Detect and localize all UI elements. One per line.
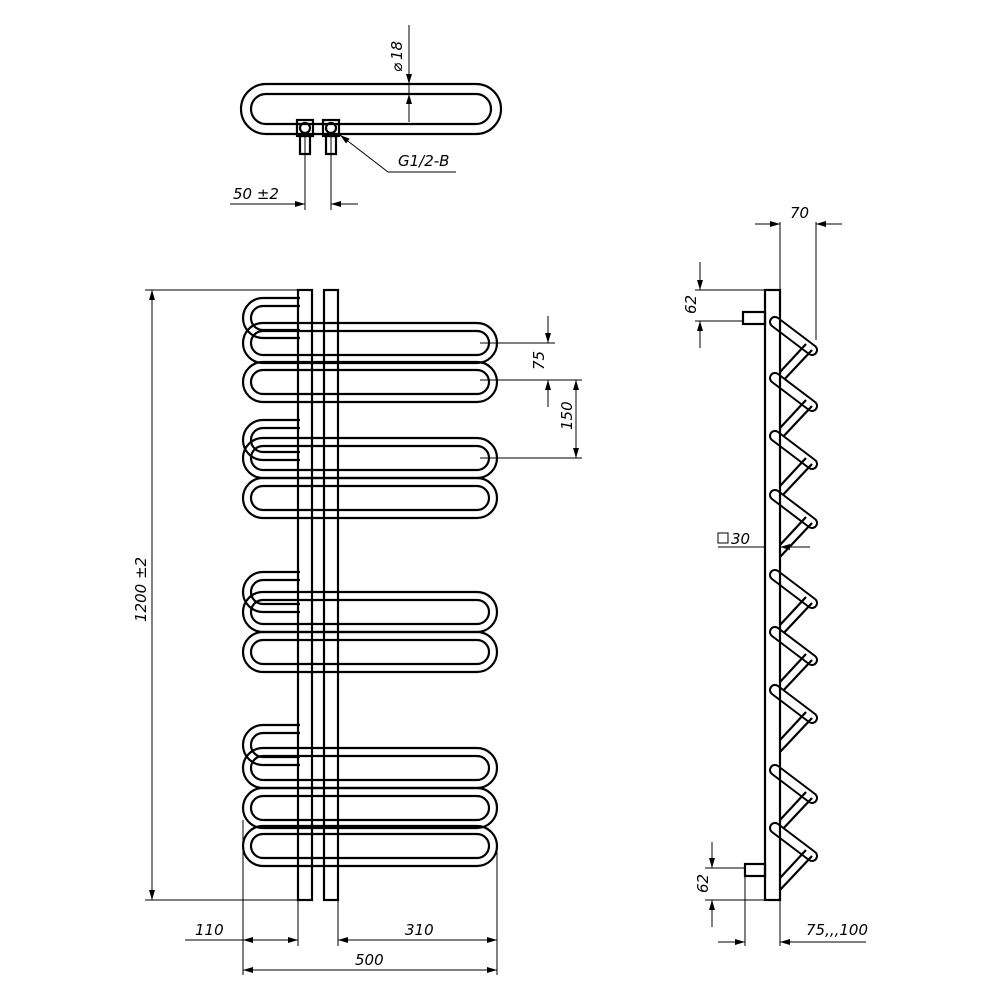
diameter-symbol: ⌀ (388, 63, 406, 72)
side-tube (769, 430, 818, 499)
tube-bend-left (241, 418, 300, 462)
side-tube-diagonals (769, 316, 818, 891)
tube-bend-left (241, 723, 300, 767)
tube-loop (241, 360, 499, 404)
tube-loop (241, 824, 499, 868)
thread-label: G1/2-B (398, 152, 449, 170)
profile-label: 30 (731, 530, 750, 548)
diameter-label: 18 (388, 41, 406, 60)
tube-loop (241, 436, 499, 480)
depth-label: 70 (790, 204, 809, 222)
pitch-small-label: 75 (530, 351, 548, 370)
side-tube (769, 489, 818, 558)
bottom-bracket (743, 862, 767, 878)
pitch-large-label: 150 (558, 401, 576, 430)
top-offset-label: 62 (682, 295, 700, 314)
square-profile-symbol (717, 532, 729, 544)
tube-loop (241, 476, 499, 520)
width-label: 500 (355, 951, 384, 969)
tube-loop (241, 746, 499, 790)
tube-bend-left (241, 296, 300, 340)
bottom-offset-label: 62 (694, 874, 712, 893)
side-collector (763, 288, 782, 902)
side-tube (769, 822, 818, 891)
side-view: 70 62 30 62 75,,,100 (682, 204, 868, 946)
spacing-label: 50 ±2 (233, 185, 279, 203)
top-view: 18 ⌀ G1/2-B 50 ±2 (230, 25, 503, 210)
heating-tube-loops (241, 296, 499, 868)
side-tube (769, 569, 818, 638)
side-tube (769, 684, 818, 753)
wall-distance-label: 75,,,100 (806, 921, 868, 939)
collector-left (296, 288, 314, 902)
side-tube (769, 764, 818, 833)
tube-bend-left (241, 570, 300, 614)
right-offset-label: 310 (405, 921, 434, 939)
side-tube (769, 316, 818, 385)
top-bracket (741, 310, 767, 326)
front-view: 1200 ±2 75 150 110 310 500 (132, 288, 582, 975)
side-tube (769, 372, 818, 441)
side-tube (769, 626, 818, 695)
left-offset-label: 110 (195, 921, 224, 939)
height-label: 1200 ±2 (132, 557, 150, 622)
tube-loop (241, 786, 499, 830)
tube-loop (241, 630, 499, 674)
collector-right (322, 288, 340, 902)
